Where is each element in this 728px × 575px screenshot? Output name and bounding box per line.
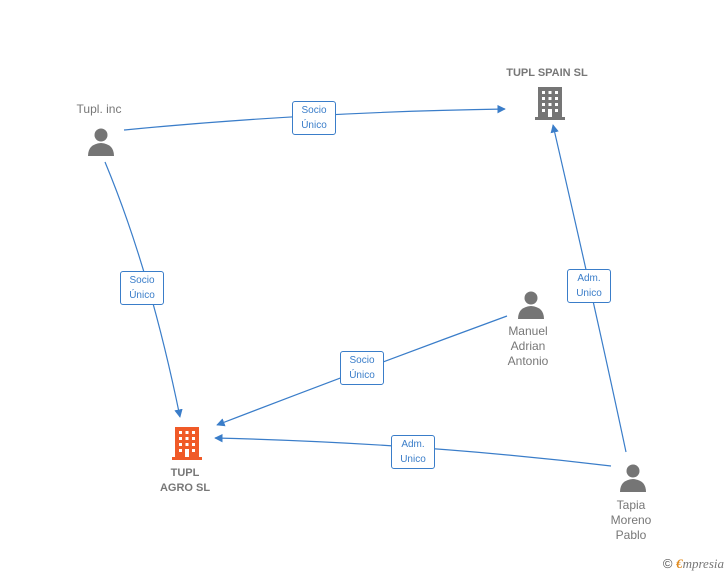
edge-label-line: Socio (129, 275, 155, 286)
label-line: Pablo (615, 528, 647, 542)
label-line: Adrian (510, 339, 546, 353)
edge-label-adm-unico[interactable]: Adm. Unico (567, 269, 611, 303)
brand-logo-rest: mpresia (682, 556, 724, 571)
brand-logo-e: € (676, 556, 683, 571)
label-line: Manuel (508, 324, 548, 338)
edge-label-line: Único (349, 370, 375, 381)
node-label-manuel[interactable]: Manuel Adrian Antonio (488, 324, 568, 369)
person-icon[interactable] (516, 290, 546, 320)
building-icon[interactable] (533, 85, 567, 121)
edge-label-socio-unico[interactable]: Socio Único (292, 101, 336, 135)
edge-label-line: Socio (349, 355, 375, 366)
edge-label-line: Unico (576, 288, 602, 299)
edge-label-line: Único (129, 290, 155, 301)
person-icon[interactable] (86, 127, 116, 157)
edge-label-socio-unico[interactable]: Socio Único (340, 351, 384, 385)
person-icon[interactable] (618, 463, 648, 493)
label-line: TUPL (170, 467, 200, 479)
node-label-tupl-agro[interactable]: TUPL AGRO SL (140, 466, 230, 496)
edge-label-line: Unico (400, 454, 426, 465)
edge-label-line: Único (301, 120, 327, 131)
label-line: Antonio (507, 354, 549, 368)
node-label-tapia[interactable]: Tapia Moreno Pablo (591, 498, 671, 543)
building-icon-focus[interactable] (170, 425, 204, 461)
copyright-icon: © (662, 556, 673, 571)
label-line: AGRO SL (159, 482, 211, 494)
label-line: Moreno (610, 513, 652, 527)
edge-label-line: Socio (301, 105, 327, 116)
node-label-tupl-inc[interactable]: Tupl. inc (76, 102, 122, 116)
edge-label-line: Adm. (401, 439, 425, 450)
edge-label-socio-unico[interactable]: Socio Único (120, 271, 164, 305)
copyright-footer: © €mpresia (663, 556, 724, 572)
node-label-tupl-spain[interactable]: TUPL SPAIN SL (506, 67, 588, 79)
edge-tapia-tuplspain[interactable] (550, 124, 627, 453)
label-line: Tapia (616, 498, 646, 512)
edge-label-line: Adm. (577, 273, 601, 284)
brand-logo[interactable]: €mpresia (676, 556, 724, 571)
edge-label-adm-unico[interactable]: Adm. Unico (391, 435, 435, 469)
